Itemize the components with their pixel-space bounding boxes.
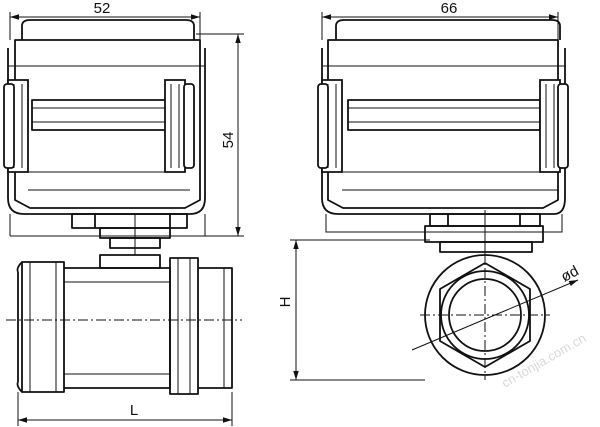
- stem-assembly-front: [71, 213, 188, 255]
- valve-body-side: [420, 250, 550, 380]
- actuator-body-front: [3, 19, 206, 237]
- dimension-label-H: H: [277, 297, 294, 308]
- side-view: 66 H ød cn-tonjia.com.cn: [277, 0, 588, 391]
- actuator-body-side: [317, 19, 569, 233]
- dimension-54: 54: [196, 33, 244, 237]
- dimension-label-diameter: ød: [558, 262, 581, 285]
- dimension-label-54: 54: [220, 132, 237, 149]
- dimension-L: L: [17, 392, 233, 426]
- dimension-diameter: ød: [411, 262, 582, 351]
- front-view: 52 54 L: [3, 0, 244, 426]
- valve-body-front: [6, 254, 242, 395]
- dimension-52: 52: [9, 0, 201, 40]
- dimension-H: H: [277, 239, 430, 381]
- dimension-label-L: L: [130, 402, 138, 419]
- dimension-label-66: 66: [441, 0, 458, 17]
- dimension-label-52: 52: [94, 0, 111, 17]
- dimension-66: 66: [321, 0, 559, 40]
